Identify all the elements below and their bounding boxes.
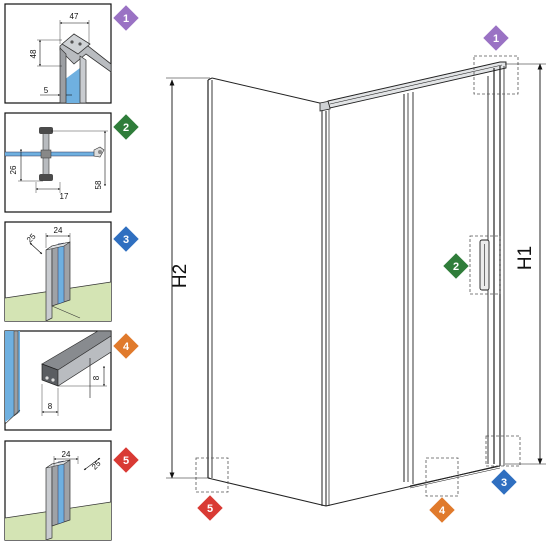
badge-detail-5: 5 [113,447,139,473]
enclosure-drawing [207,61,507,507]
detail-2-glass [5,152,100,156]
marker-5: 5 [197,495,223,521]
detail-5-dim-depth: 24 [62,450,71,459]
svg-text:5: 5 [207,503,213,515]
marker-2: 2 [443,253,469,279]
badge-detail-1: 1 [113,5,139,31]
svg-text:5: 5 [123,455,129,467]
svg-text:1: 1 [493,33,499,45]
detail-1-dim-gap: 5 [44,86,49,95]
detail-2-dim-height: 58 [94,180,103,189]
detail-1-dim-height: 48 [29,49,38,58]
marker-3: 3 [491,469,517,495]
marker-1: 1 [483,25,509,51]
detail-2-dim-depth: 26 [9,165,18,174]
h1-label: H1 [515,246,536,270]
detail-panel-4: 8 8 [4,330,112,431]
detail-panel-3: 24 25 [4,221,112,322]
detail-4-dim-height: 8 [92,375,101,380]
detail-1-dim-width: 47 [70,12,79,21]
badge-detail-2: 2 [113,114,139,140]
marker-4: 4 [429,497,455,523]
detail-panel-5: 24 25 [4,440,112,541]
detail-badges: 1 2 3 4 5 [113,5,139,473]
svg-text:4: 4 [439,505,446,517]
detail-1-glass [64,68,80,103]
svg-text:3: 3 [123,234,129,246]
detail-3-dim-depth: 24 [54,226,63,235]
detail-panel-1: 47 48 5 [4,3,112,104]
svg-text:2: 2 [453,261,459,273]
main-badges: 1 2 3 4 5 [197,25,517,523]
svg-text:2: 2 [123,122,129,134]
detail-4-dim-width: 8 [48,402,53,411]
svg-text:4: 4 [123,341,130,353]
detail-2-dim-width: 17 [60,192,69,201]
detail-callout-boxes [195,55,521,497]
detail-panel-2: 26 17 58 [4,112,112,213]
badge-detail-4: 4 [113,333,139,359]
height-dimensions: H2 H1 [166,63,546,479]
h2-label: H2 [170,264,191,288]
svg-text:1: 1 [123,13,129,25]
svg-text:3: 3 [501,477,507,489]
badge-detail-3: 3 [113,226,139,252]
